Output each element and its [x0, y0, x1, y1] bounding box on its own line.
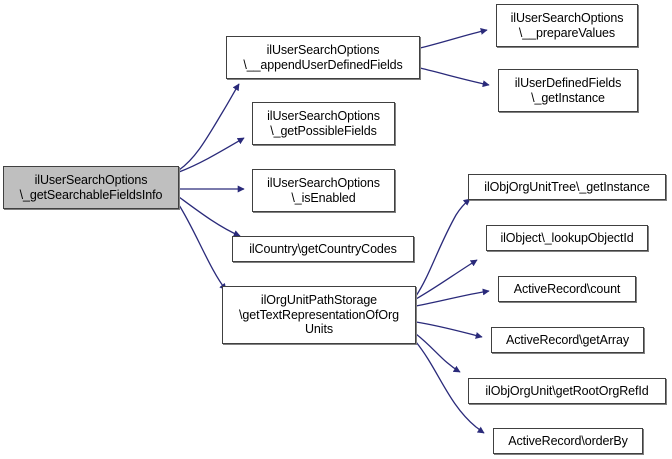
graph-node-label: ilUserSearchOptions \__prepareValues	[510, 11, 624, 40]
call-edge-root-to-orgpath	[178, 204, 227, 291]
graph-node-label: ilUserSearchOptions \_isEnabled	[267, 176, 380, 205]
call-edge-root-to-possible	[178, 137, 245, 173]
graph-node-label: ilUserSearchOptions \_getSearchableField…	[19, 173, 163, 202]
graph-node-orgpath[interactable]: ilOrgUnitPathStorage \getTextRepresentat…	[222, 286, 416, 344]
graph-node-label: ilOrgUnitPathStorage \getTextRepresentat…	[239, 293, 399, 337]
graph-node-label: ActiveRecord\orderBy	[508, 433, 628, 448]
graph-node-getarray[interactable]: ActiveRecord\getArray	[491, 327, 644, 353]
graph-node-label: ilObject\_lookupObjectId	[500, 230, 634, 245]
graph-node-rootref[interactable]: ilObjOrgUnit\getRootOrgRefId	[468, 378, 666, 404]
call-edge-append-to-udf	[419, 67, 490, 88]
call-edge-orgpath-to-count	[415, 288, 490, 307]
graph-node-label: ilUserSearchOptions \_getPossibleFields	[267, 109, 380, 138]
graph-node-lookup[interactable]: ilObject\_lookupObjectId	[486, 225, 648, 251]
graph-node-prepare[interactable]: ilUserSearchOptions \__prepareValues	[496, 4, 638, 47]
graph-node-country[interactable]: ilCountry\getCountryCodes	[232, 236, 414, 262]
graph-node-label: ilObjOrgUnitTree\_getInstance	[484, 179, 650, 194]
graph-node-enabled[interactable]: ilUserSearchOptions \_isEnabled	[252, 169, 395, 212]
call-edge-root-to-country	[178, 196, 241, 237]
graph-node-label: ActiveRecord\getArray	[506, 332, 629, 347]
call-edge-orgpath-to-rootref	[415, 333, 461, 373]
call-edge-orgpath-to-lookup	[415, 259, 478, 300]
call-edge-root-to-append	[178, 83, 240, 171]
call-edge-orgpath-to-tree	[415, 198, 471, 297]
graph-node-udf[interactable]: ilUserDefinedFields \_getInstance	[498, 69, 638, 112]
graph-node-label: ilUserSearchOptions \__appendUserDefined…	[243, 43, 403, 72]
graph-node-count[interactable]: ActiveRecord\count	[498, 276, 636, 302]
graph-node-append[interactable]: ilUserSearchOptions \__appendUserDefined…	[226, 36, 420, 79]
graph-node-label: ilObjOrgUnit\getRootOrgRefId	[485, 383, 649, 398]
graph-node-possible[interactable]: ilUserSearchOptions \_getPossibleFields	[252, 102, 395, 145]
graph-node-label: ilCountry\getCountryCodes	[249, 241, 397, 256]
graph-node-root[interactable]: ilUserSearchOptions \_getSearchableField…	[3, 166, 179, 209]
graph-node-label: ilUserDefinedFields \_getInstance	[514, 76, 622, 105]
call-edge-append-to-prepare	[419, 27, 488, 49]
call-edge-orgpath-to-getarray	[415, 321, 483, 339]
graph-node-label: ActiveRecord\count	[513, 281, 621, 296]
graph-node-orderby[interactable]: ActiveRecord\orderBy	[493, 428, 643, 454]
graph-node-tree[interactable]: ilObjOrgUnitTree\_getInstance	[468, 174, 666, 200]
